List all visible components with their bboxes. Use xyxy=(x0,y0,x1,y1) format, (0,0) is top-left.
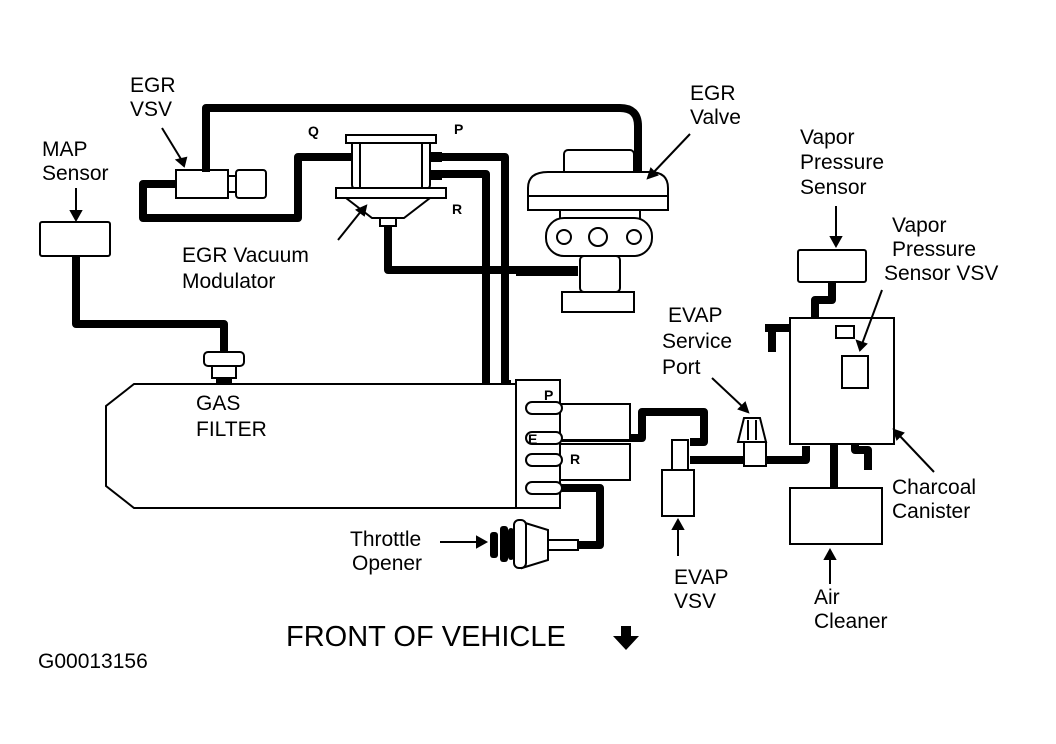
front-of-vehicle-label: FRONT OF VEHICLE xyxy=(286,621,566,653)
throttle-opener xyxy=(490,519,579,570)
label-egr-valve: EGR Valve xyxy=(690,82,741,129)
vapor-pressure-sensor-vsv xyxy=(835,325,869,389)
label-vapor-pressure-sensor-vsv-line2: Pressure xyxy=(892,238,976,261)
hose-throttle-opener xyxy=(562,484,604,549)
label-evap-vsv-line2: VSV xyxy=(674,590,716,613)
label-throttle-opener: Throttle Opener xyxy=(350,528,422,575)
label-evap-vsv: EVAP VSV xyxy=(674,566,728,613)
leader-lines xyxy=(69,127,935,584)
label-throttle-opener-line1: Throttle xyxy=(350,528,421,551)
label-egr-vacuum-modulator-line1: EGR Vacuum xyxy=(182,244,309,267)
label-egr-valve-line2: Valve xyxy=(690,106,741,129)
label-vapor-pressure-sensor-vsv-line1: Vapor xyxy=(892,214,946,237)
label-egr-vsv: EGR VSV xyxy=(130,74,176,121)
label-vapor-pressure-sensor-line2: Pressure xyxy=(800,151,884,174)
label-vapor-pressure-sensor-line3: Sensor xyxy=(800,176,867,199)
vacuum-hoses xyxy=(72,104,872,549)
port-letter-q: Q xyxy=(308,123,319,139)
label-evap-service-port-line3: Port xyxy=(662,356,701,379)
down-arrow-icon xyxy=(613,626,639,650)
port-letter-r-body: R xyxy=(570,451,580,467)
egr-vsv xyxy=(175,148,267,199)
label-throttle-opener-line2: Opener xyxy=(352,552,422,575)
label-egr-vacuum-modulator: EGR Vacuum Modulator xyxy=(182,244,309,293)
label-air-cleaner-line1: Air xyxy=(814,586,840,609)
map-sensor xyxy=(39,221,111,266)
label-evap-service-port-line2: Service xyxy=(662,330,732,353)
label-egr-valve-line1: EGR xyxy=(690,82,736,105)
gas-filter xyxy=(203,351,245,384)
label-vapor-pressure-sensor-vsv-line3: Sensor VSV xyxy=(884,262,998,285)
vapor-pressure-sensor xyxy=(797,249,867,283)
label-vapor-pressure-sensor: Vapor Pressure Sensor xyxy=(800,126,884,199)
port-letter-p-top: P xyxy=(454,121,463,137)
label-vapor-pressure-sensor-line1: Vapor xyxy=(800,126,854,149)
label-air-cleaner: Air Cleaner xyxy=(814,586,888,633)
label-charcoal-canister-line2: Canister xyxy=(892,500,970,523)
label-evap-vsv-line1: EVAP xyxy=(674,566,728,589)
hose-evap-vsv-to-service-port xyxy=(690,446,810,464)
label-map-sensor: MAP Sensor xyxy=(42,138,109,185)
port-letter-e-body: E xyxy=(528,431,537,447)
label-charcoal-canister: Charcoal Canister xyxy=(892,476,976,523)
port-letter-r-top: R xyxy=(452,201,462,217)
label-egr-vacuum-modulator-line2: Modulator xyxy=(182,270,275,293)
air-cleaner xyxy=(789,487,883,545)
label-map-sensor-line2: Sensor xyxy=(42,162,109,185)
port-letter-p-body: P xyxy=(544,387,553,403)
label-air-cleaner-line2: Cleaner xyxy=(814,610,888,633)
egr-valve xyxy=(516,149,669,313)
hose-canister-side-stub xyxy=(765,324,790,352)
label-egr-vsv-line1: EGR xyxy=(130,74,176,97)
label-charcoal-canister-line1: Charcoal xyxy=(892,476,976,499)
intake-body xyxy=(105,379,631,509)
hose-map-sensor-to-gas-filter xyxy=(72,256,228,352)
label-gas-filter-line1: GAS xyxy=(196,392,240,415)
hose-egr-vsv-to-egr-valve xyxy=(202,104,642,172)
hose-egr-vsv-to-modulator-q xyxy=(139,153,352,222)
label-gas-filter: GAS FILTER xyxy=(196,392,267,441)
label-egr-vsv-line2: VSV xyxy=(130,98,172,121)
label-evap-service-port: EVAP Service Port xyxy=(662,304,732,379)
egr-vacuum-modulator xyxy=(335,134,447,227)
hose-modulator-to-egr-valve xyxy=(384,218,578,274)
evap-service-port xyxy=(736,417,768,467)
label-map-sensor-line1: MAP xyxy=(42,138,88,161)
label-evap-service-port-line1: EVAP xyxy=(668,304,722,327)
evap-vsv xyxy=(661,439,695,517)
label-vapor-pressure-sensor-vsv: Vapor Pressure Sensor VSV xyxy=(884,214,998,285)
label-gas-filter-line2: FILTER xyxy=(196,418,267,441)
port-letters: Q P R P E R xyxy=(308,121,580,467)
figure-id: G00013156 xyxy=(38,650,148,673)
